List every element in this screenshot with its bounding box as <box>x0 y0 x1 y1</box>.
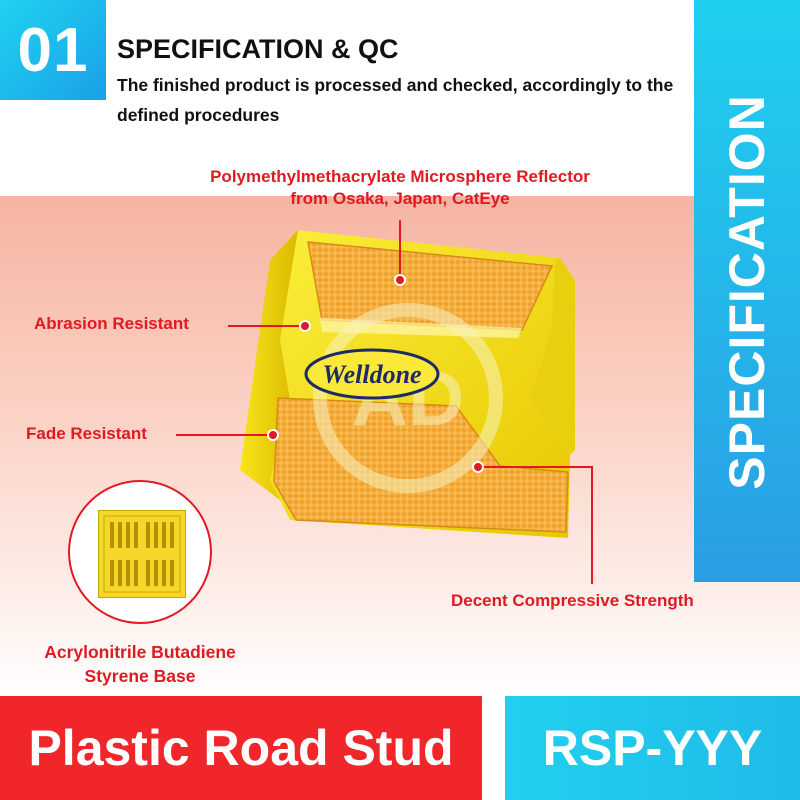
abs-base-image <box>98 510 186 598</box>
side-banner-text: SPECIFICATION <box>719 94 775 490</box>
leader-reflector <box>399 220 401 276</box>
side-banner <box>694 0 800 582</box>
leader-compressive-h <box>484 466 592 468</box>
product-name-banner: Plastic Road Stud <box>0 696 482 800</box>
callout-abrasion: Abrasion Resistant <box>34 314 189 333</box>
base-detail-circle <box>68 480 212 624</box>
callout-base-line1: Acrylonitrile Butadiene <box>44 642 236 662</box>
dot-compressive <box>472 461 484 473</box>
dot-abrasion <box>299 320 311 332</box>
callout-reflector: Polymethylmethacrylate Microsphere Refle… <box>160 166 640 210</box>
leader-abrasion <box>228 325 300 327</box>
callout-compressive: Decent Compressive Strength <box>451 591 694 610</box>
callout-reflector-line1: Polymethylmethacrylate Microsphere Refle… <box>210 167 590 186</box>
brand-logo: Welldone <box>322 360 421 389</box>
callout-base-line2: Styrene Base <box>84 666 196 686</box>
dot-fade <box>267 429 279 441</box>
road-stud-image: AD Welldone <box>240 230 575 538</box>
section-subtitle: The finished product is processed and ch… <box>117 75 674 125</box>
leader-fade <box>176 434 268 436</box>
section-number: 01 <box>0 0 106 100</box>
model-banner: RSP-YYY <box>505 696 800 800</box>
dot-reflector <box>394 274 406 286</box>
callout-base: Acrylonitrile Butadiene Styrene Base <box>20 640 260 688</box>
leader-compressive-v <box>591 466 593 584</box>
section-title: SPECIFICATION & QC <box>117 34 399 64</box>
callout-reflector-line2: from Osaka, Japan, CatEye <box>290 189 510 208</box>
callout-fade: Fade Resistant <box>26 424 147 443</box>
